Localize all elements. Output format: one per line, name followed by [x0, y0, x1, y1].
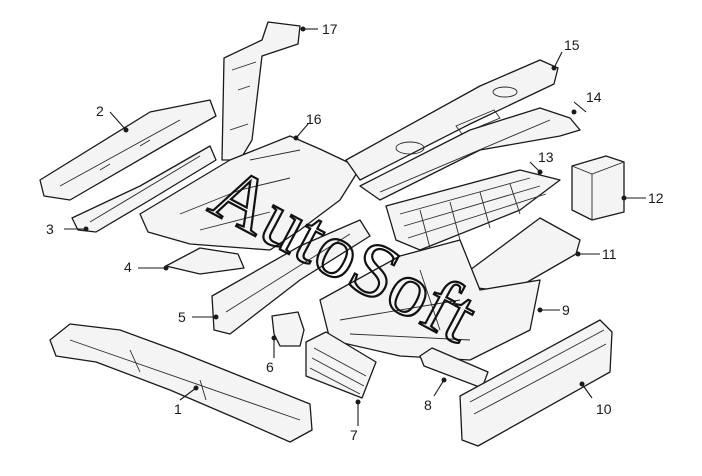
part-16-front-floor — [139, 135, 361, 251]
part-12-box — [571, 155, 625, 221]
leader-lines — [64, 26, 646, 426]
callout-11: 11 — [602, 246, 617, 262]
callout-17: 17 — [322, 21, 338, 37]
callout-15: 15 — [564, 37, 580, 53]
callout-16: 16 — [306, 111, 322, 127]
part-14-cross-member — [359, 107, 581, 201]
part-9-rear-floor — [319, 239, 541, 361]
part-4-bracket — [165, 247, 245, 275]
part-1-side-member — [49, 323, 313, 443]
callout-14: 14 — [586, 89, 602, 105]
part-13-mesh-floor — [385, 169, 561, 251]
part-7-ribbed-panel — [305, 331, 377, 399]
callout-4: 4 — [124, 259, 132, 275]
callout-1: 1 — [174, 401, 182, 417]
callout-2: 2 — [96, 103, 104, 119]
part-6-bracket — [271, 311, 305, 347]
part-2-rail — [39, 99, 217, 201]
callout-9: 9 — [562, 302, 570, 318]
callout-8: 8 — [424, 397, 432, 413]
part-5-rail — [211, 219, 371, 335]
callout-10: 10 — [596, 401, 612, 417]
callout-12: 12 — [648, 190, 664, 206]
callout-6: 6 — [266, 359, 274, 375]
part-17-pillar — [221, 21, 301, 161]
part-8-beam — [419, 347, 489, 389]
callout-5: 5 — [178, 309, 186, 325]
part-15-shelf — [345, 59, 559, 181]
part-10-rear-panel — [459, 319, 613, 447]
callout-7: 7 — [350, 427, 358, 443]
callout-13: 13 — [538, 149, 554, 165]
part-3-sill — [71, 145, 217, 233]
callout-3: 3 — [46, 221, 54, 237]
